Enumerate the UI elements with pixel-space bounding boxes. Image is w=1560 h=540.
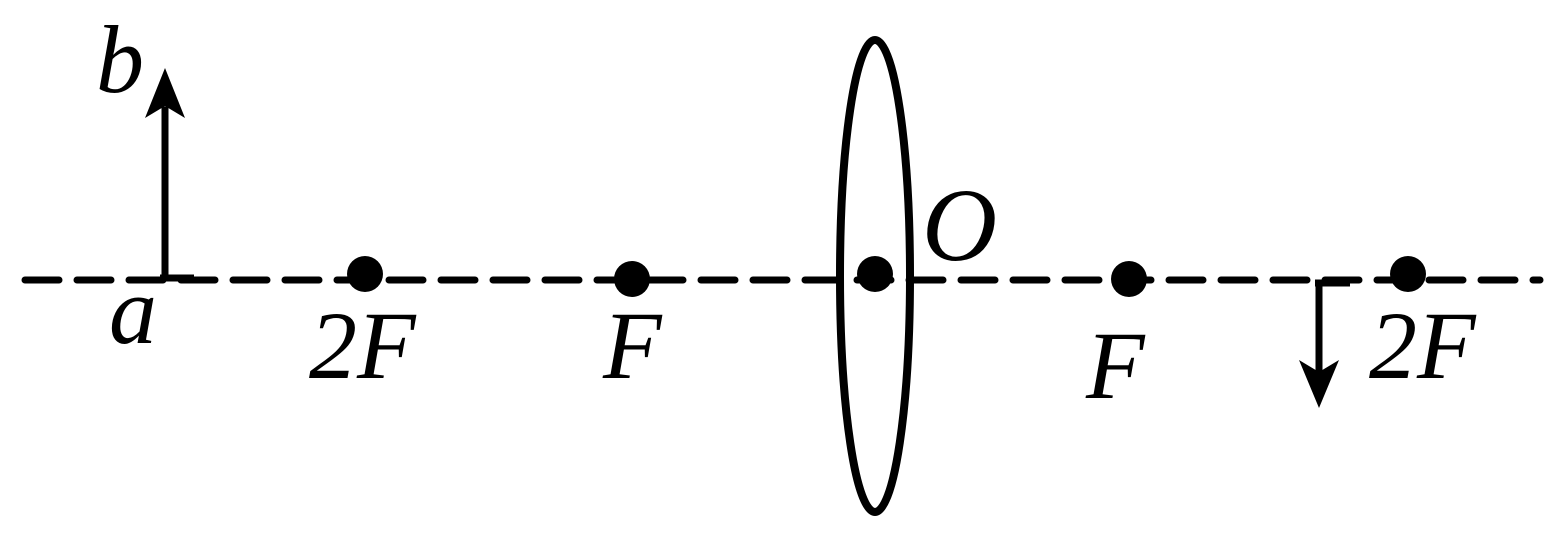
- object-tip-label: b: [96, 6, 144, 113]
- point-left-2f-label: 2F: [309, 292, 417, 399]
- convex-lens: [836, 36, 914, 516]
- point-right-2f-label: 2F: [1369, 292, 1477, 399]
- lens-center-label: O: [922, 168, 997, 283]
- point-left-2f-dot: [347, 256, 383, 292]
- object-base-label: a: [109, 257, 157, 364]
- point-left-f-dot: [614, 261, 650, 297]
- point-right-f-dot: [1111, 261, 1147, 297]
- point-left-f-label: F: [602, 292, 663, 399]
- object-arrow: [145, 68, 194, 282]
- point-right-2f-dot: [1390, 256, 1426, 292]
- point-right-f-label: F: [1085, 312, 1146, 419]
- image-arrow: [1299, 279, 1350, 408]
- point-optical-center-dot: [857, 256, 893, 292]
- object-arrowhead-icon: [145, 68, 185, 118]
- image-arrowhead-icon: [1299, 360, 1339, 408]
